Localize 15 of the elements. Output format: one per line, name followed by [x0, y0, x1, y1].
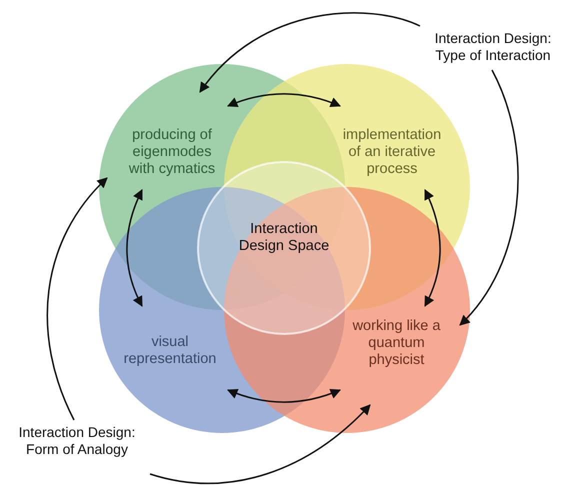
double-arrow — [227, 93, 341, 108]
set-label: producing of eigenmodes with cymatics — [128, 127, 216, 178]
curved-arrow — [199, 12, 420, 93]
double-arrow — [227, 388, 341, 403]
dimension-title: Interaction Design: Form of Analogy — [18, 424, 136, 458]
set-label: implementation of an iterative process — [342, 127, 442, 178]
double-arrow — [424, 189, 441, 307]
double-arrow — [126, 189, 143, 307]
curved-arrow — [46, 177, 108, 420]
center-label: Interaction Design Space — [238, 221, 330, 255]
set-label: working like a quantum physicist — [352, 318, 442, 369]
curved-arrow — [459, 70, 519, 326]
dimension-title: Interaction Design: Type of Interaction — [434, 30, 552, 64]
curved-arrow — [150, 404, 371, 484]
set-label: visual representation — [122, 334, 218, 368]
